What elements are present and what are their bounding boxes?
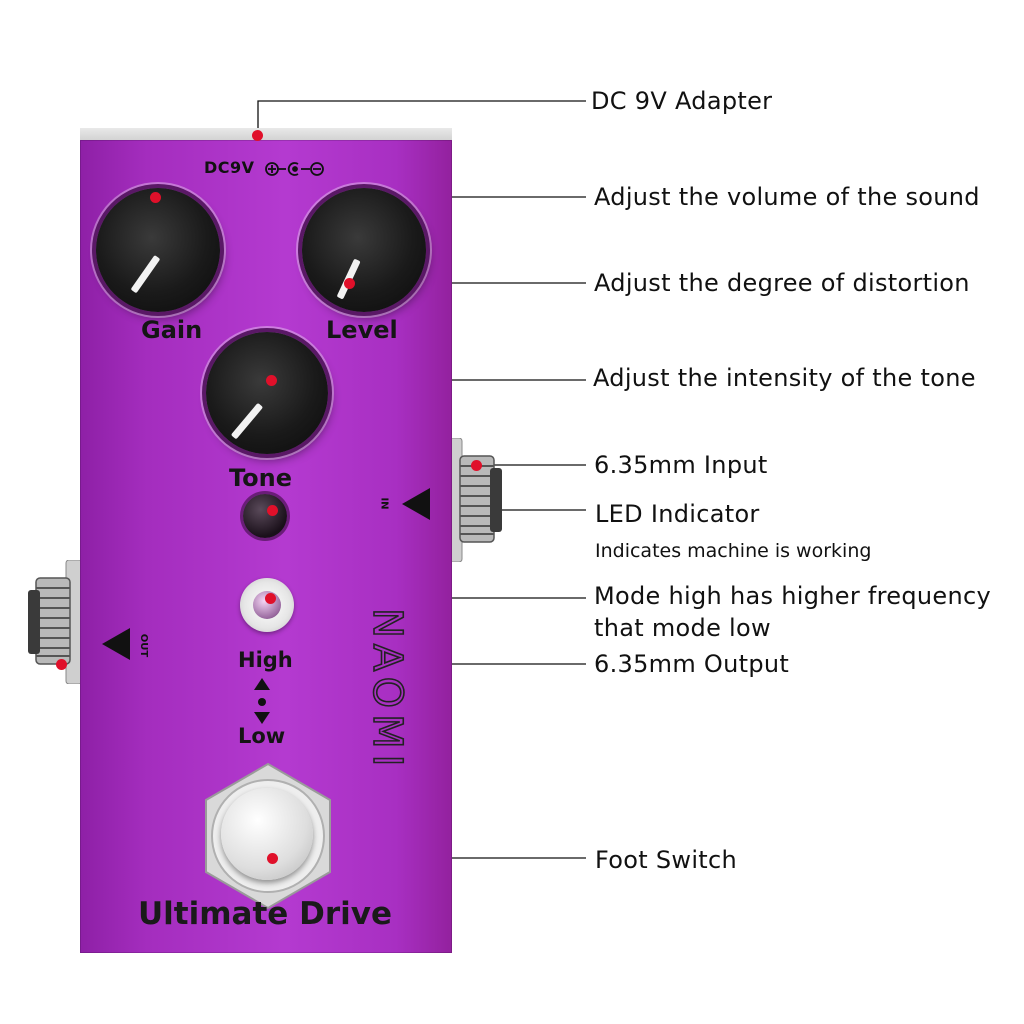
dot-distortion [344,278,355,289]
mode-high-label: High [238,648,293,672]
gain-label: Gain [141,316,203,344]
power-label: DC9V [204,158,255,177]
callout-led: LED Indicator [595,500,760,528]
dot-input [471,460,482,471]
callout-volume: Adjust the volume of the sound [594,183,980,211]
input-jack-icon [446,438,502,562]
output-tag: OUT [138,633,150,658]
input-tag: IN [378,497,390,510]
callout-tone: Adjust the intensity of the tone [593,364,976,392]
callout-distortion: Adjust the degree of distortion [594,269,970,297]
level-knob[interactable] [302,188,426,312]
callout-input: 6.35mm Input [594,451,768,479]
callout-output: 6.35mm Output [594,650,790,678]
dot-volume [150,192,161,203]
callout-led-sub: Indicates machine is working [595,540,872,562]
output-arrow-icon [102,628,130,660]
tone-knob-pointer [231,402,264,440]
foot-switch[interactable] [221,788,313,880]
pedal-top-edge [80,128,452,142]
dot-foot-switch [267,853,278,864]
dot-output [56,659,67,670]
dot-tone [266,375,277,386]
callout-mode-line1: Mode high has higher frequency [594,582,991,610]
tone-label: Tone [229,464,293,492]
polarity-icon [265,162,324,176]
callout-foot-switch: Foot Switch [595,846,738,874]
led-indicator [243,494,287,538]
gain-knob-pointer [130,255,161,294]
gain-knob[interactable] [96,188,220,312]
dot-led [267,505,278,516]
mode-arrows-icon [254,678,270,724]
line-dc-adapter [257,100,586,135]
callout-mode-line2: that mode low [594,614,771,642]
dot-mode [265,593,276,604]
level-label: Level [326,316,398,344]
brand-logo: NAOMI [363,607,411,773]
brand-text: NAOMI [364,608,410,772]
dot-dc-adapter [252,130,263,141]
callout-dc-adapter: DC 9V Adapter [591,87,773,115]
mode-low-label: Low [238,724,286,748]
tone-knob[interactable] [206,332,328,454]
pedal-name: Ultimate Drive [138,896,392,932]
input-arrow-icon [402,488,430,520]
